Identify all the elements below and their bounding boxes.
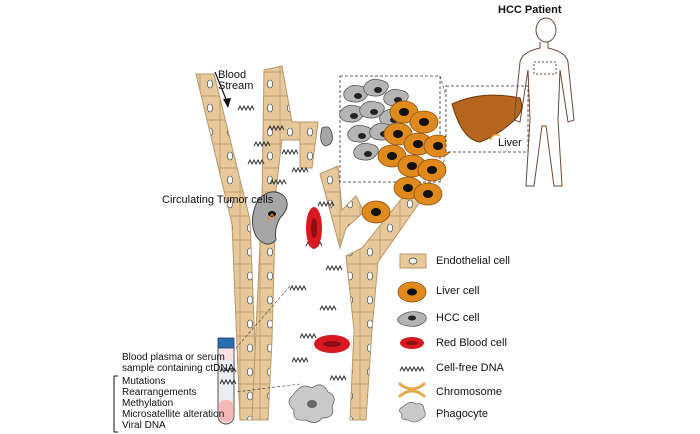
blood-sample-tube-icon	[217, 337, 237, 425]
plasma-label: Blood plasma or serum sample containing …	[122, 352, 235, 374]
legend-rbc-label: Red Blood cell	[436, 337, 507, 349]
hcc-cell-icon	[397, 311, 427, 327]
liver-label: Liver	[498, 137, 522, 149]
phagocyte	[288, 384, 335, 423]
liver-organ-icon	[451, 94, 523, 143]
ctdna-features-list: Mutations Rearrangements Methylation Mic…	[122, 376, 224, 431]
legend-liver-label: Liver cell	[436, 285, 480, 297]
circulating-tumor-cell	[320, 126, 333, 147]
patient-silhouette-icon	[513, 17, 575, 187]
red-blood-cell	[314, 335, 350, 353]
patient-label: HCC Patient	[498, 4, 562, 16]
red-blood-cell	[306, 207, 322, 249]
legend-phagocyte-label: Phagocyte	[436, 408, 488, 420]
cell-free-dna-icon	[399, 365, 425, 373]
legend-cfdna-label: Cell-free DNA	[436, 362, 504, 374]
ctc-label: Circulating Tumor cells	[162, 194, 274, 206]
ctdna-feature: Viral DNA	[122, 420, 166, 431]
phagocyte-icon	[399, 402, 426, 423]
ctdna-feature: Microsatellite alteration	[122, 409, 225, 420]
features-bracket	[113, 375, 118, 433]
legend-chromosome-label: Chromosome	[436, 386, 503, 398]
blood-stream-label: Blood Stream	[218, 69, 254, 92]
liver-cell-icon	[397, 281, 427, 303]
circulating-tumor-cell	[252, 191, 288, 245]
vessel-wall-middle	[251, 65, 365, 421]
ctdna-feature: Methylation	[122, 398, 174, 409]
endothelial-cell-icon	[399, 253, 427, 269]
legend-hcc-label: HCC cell	[436, 312, 480, 324]
red-blood-cell-icon	[400, 337, 424, 349]
legend-endothelial-label: Endothelial cell	[436, 255, 510, 267]
vessel-wall-right	[345, 187, 425, 421]
ctdna-feature: Mutations	[122, 376, 166, 387]
chromosome-icon	[398, 382, 426, 398]
ctdna-feature: Rearrangements	[122, 387, 197, 398]
